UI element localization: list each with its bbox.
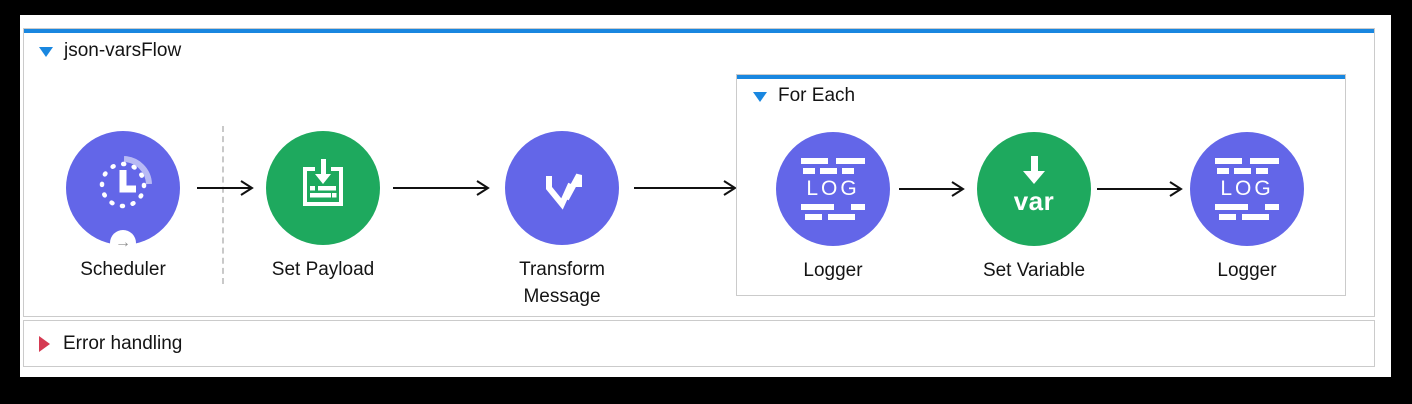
error-handling-section[interactable]: Error handling	[23, 320, 1375, 367]
flow-accent-bar	[24, 29, 1374, 33]
arrow-right-icon: →	[115, 234, 131, 251]
logger-icon-text: LOG	[806, 177, 860, 200]
set-payload-label: Set Payload	[271, 259, 375, 280]
set-variable-icon: var	[977, 156, 1091, 216]
set-variable-node[interactable]: var	[977, 132, 1091, 246]
set-payload-node[interactable]	[266, 131, 380, 245]
flow-container: json-varsFlow → Scheduler	[23, 28, 1375, 317]
logger-icon: LOG	[801, 158, 865, 220]
flow-arrow	[393, 179, 490, 197]
transform-message-node[interactable]	[505, 131, 619, 245]
scope-accent-bar	[737, 75, 1345, 79]
logger-label: Logger	[803, 260, 863, 281]
scheduler-node[interactable]	[66, 131, 180, 245]
scheduler-clock-icon	[99, 156, 152, 209]
expand-triangle-icon[interactable]	[39, 335, 50, 352]
flow-arrow	[634, 179, 737, 197]
flow-arrow	[197, 179, 254, 197]
canvas: json-varsFlow → Scheduler	[20, 15, 1391, 377]
dataweave-icon	[546, 173, 582, 210]
source-separator-line	[222, 126, 224, 284]
collapse-triangle-icon[interactable]	[753, 92, 767, 102]
set-payload-icon	[303, 159, 343, 206]
logger-icon: LOG	[1215, 158, 1279, 220]
for-each-header: For Each	[753, 85, 855, 107]
var-icon-text: var	[1013, 186, 1055, 216]
logger-node[interactable]: LOG	[776, 132, 890, 246]
transform-message-label: Transform Message	[519, 259, 605, 307]
error-handling-label: Error handling	[63, 332, 183, 354]
flow-header: json-varsFlow	[39, 40, 181, 62]
scheduler-trigger-badge[interactable]: →	[110, 230, 136, 256]
flow-arrow	[899, 180, 965, 198]
logger-label: Logger	[1217, 260, 1277, 281]
flow-arrow	[1097, 180, 1183, 198]
logger-icon-text: LOG	[1220, 177, 1274, 200]
logger-node[interactable]: LOG	[1190, 132, 1304, 246]
flow-title: json-varsFlow	[64, 40, 182, 61]
collapse-triangle-icon[interactable]	[39, 47, 53, 57]
set-variable-label: Set Variable	[982, 260, 1086, 281]
for-each-scope[interactable]: For Each LOG Logger	[736, 74, 1346, 296]
for-each-title: For Each	[778, 85, 856, 106]
scheduler-label: Scheduler	[80, 259, 166, 280]
